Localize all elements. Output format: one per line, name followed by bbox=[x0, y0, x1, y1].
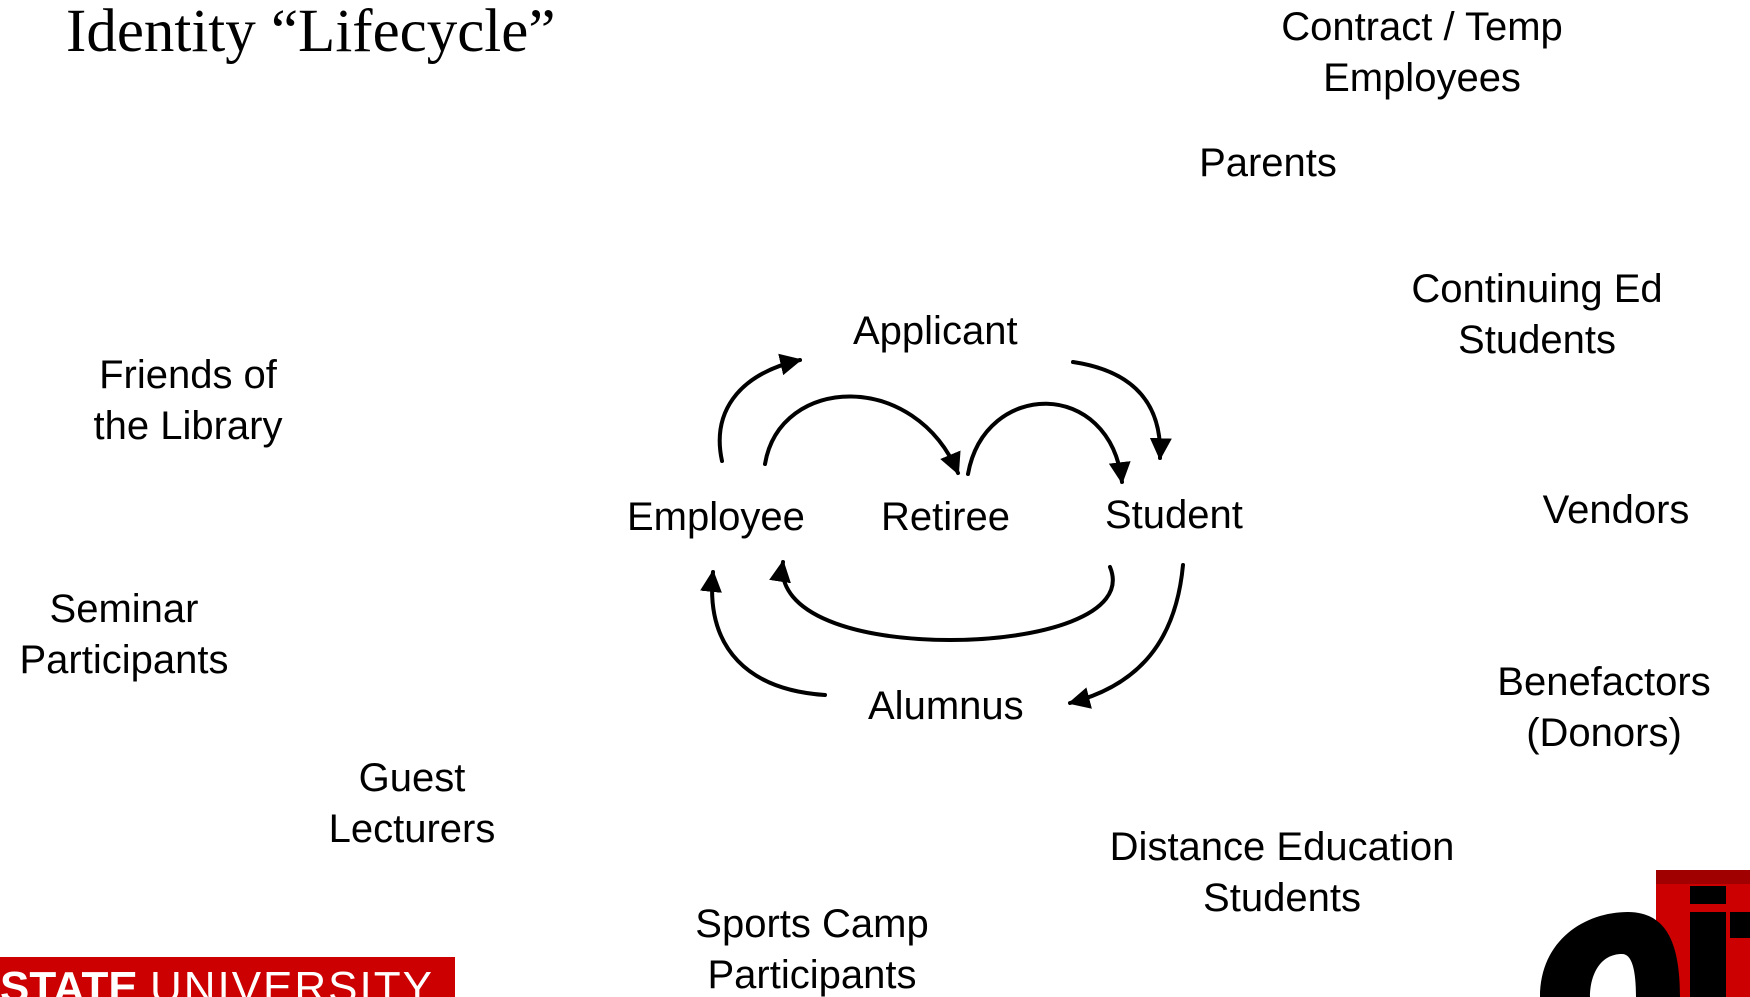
label-line: Parents bbox=[1199, 141, 1337, 185]
university-wordmark: STATE UNIVERSITY bbox=[0, 964, 434, 997]
university-logo: STATE UNIVERSITY bbox=[0, 957, 455, 997]
slide-title: Identity “Lifecycle” bbox=[66, 0, 556, 65]
logo-red-top-shade bbox=[1656, 870, 1750, 884]
label-friends-of-the-library: Friends of the Library bbox=[38, 350, 338, 452]
node-student: Student bbox=[1105, 493, 1243, 537]
arrow-student-to-employee bbox=[769, 559, 1115, 643]
arrow-employee-to-applicant bbox=[717, 353, 803, 463]
node-retiree: Retiree bbox=[881, 495, 1010, 539]
label-contract-temp-employees: Contract / Temp Employees bbox=[1257, 2, 1587, 104]
label-line: Participants bbox=[707, 953, 917, 997]
label-line: Benefactors bbox=[1497, 660, 1711, 704]
label-line: Participants bbox=[19, 638, 229, 682]
label-line: Students bbox=[1203, 876, 1361, 920]
label-line: Vendors bbox=[1542, 488, 1690, 532]
label-benefactors-donors: Benefactors (Donors) bbox=[1454, 657, 1750, 759]
department-logo bbox=[1540, 870, 1750, 997]
logo-letter-i-dot bbox=[1690, 886, 1726, 904]
label-sports-camp-participants: Sports Camp Participants bbox=[662, 899, 962, 997]
arrow-student-to-alumnus bbox=[1067, 563, 1185, 709]
arrow-employee-to-retiree bbox=[763, 394, 961, 476]
node-employee: Employee bbox=[627, 495, 805, 539]
logo-letter-i bbox=[1690, 912, 1726, 997]
node-alumnus: Alumnus bbox=[868, 684, 1024, 728]
label-line: Seminar bbox=[49, 587, 199, 631]
label-line: the Library bbox=[93, 404, 283, 448]
label-line: Guest bbox=[358, 756, 466, 800]
label-line: Continuing Ed bbox=[1411, 267, 1663, 311]
label-vendors: Vendors bbox=[1516, 485, 1716, 536]
label-seminar-participants: Seminar Participants bbox=[0, 584, 264, 686]
label-line: (Donors) bbox=[1526, 711, 1682, 755]
label-line: Distance Education bbox=[1109, 825, 1455, 869]
label-continuing-ed-students: Continuing Ed Students bbox=[1387, 264, 1687, 366]
label-line: Employees bbox=[1323, 56, 1521, 100]
label-guest-lecturers: Guest Lecturers bbox=[287, 753, 537, 855]
node-applicant: Applicant bbox=[853, 309, 1018, 353]
logo-letter-o bbox=[1540, 912, 1680, 997]
label-line: Lecturers bbox=[328, 807, 496, 851]
label-parents: Parents bbox=[1168, 138, 1368, 189]
wordmark-light: UNIVERSITY bbox=[149, 963, 434, 997]
label-distance-education-students: Distance Education Students bbox=[1092, 822, 1472, 924]
wordmark-bold: STATE bbox=[0, 963, 138, 997]
logo-letter-t-bar bbox=[1730, 912, 1750, 938]
arrow-applicant-to-student bbox=[1071, 360, 1172, 461]
arrow-alumnus-to-employee bbox=[700, 569, 827, 697]
label-line: Sports Camp bbox=[695, 902, 929, 946]
label-line: Friends of bbox=[99, 353, 277, 397]
label-line: Students bbox=[1458, 318, 1616, 362]
label-line: Contract / Temp bbox=[1281, 5, 1563, 49]
arrow-retiree-to-student bbox=[966, 401, 1131, 485]
